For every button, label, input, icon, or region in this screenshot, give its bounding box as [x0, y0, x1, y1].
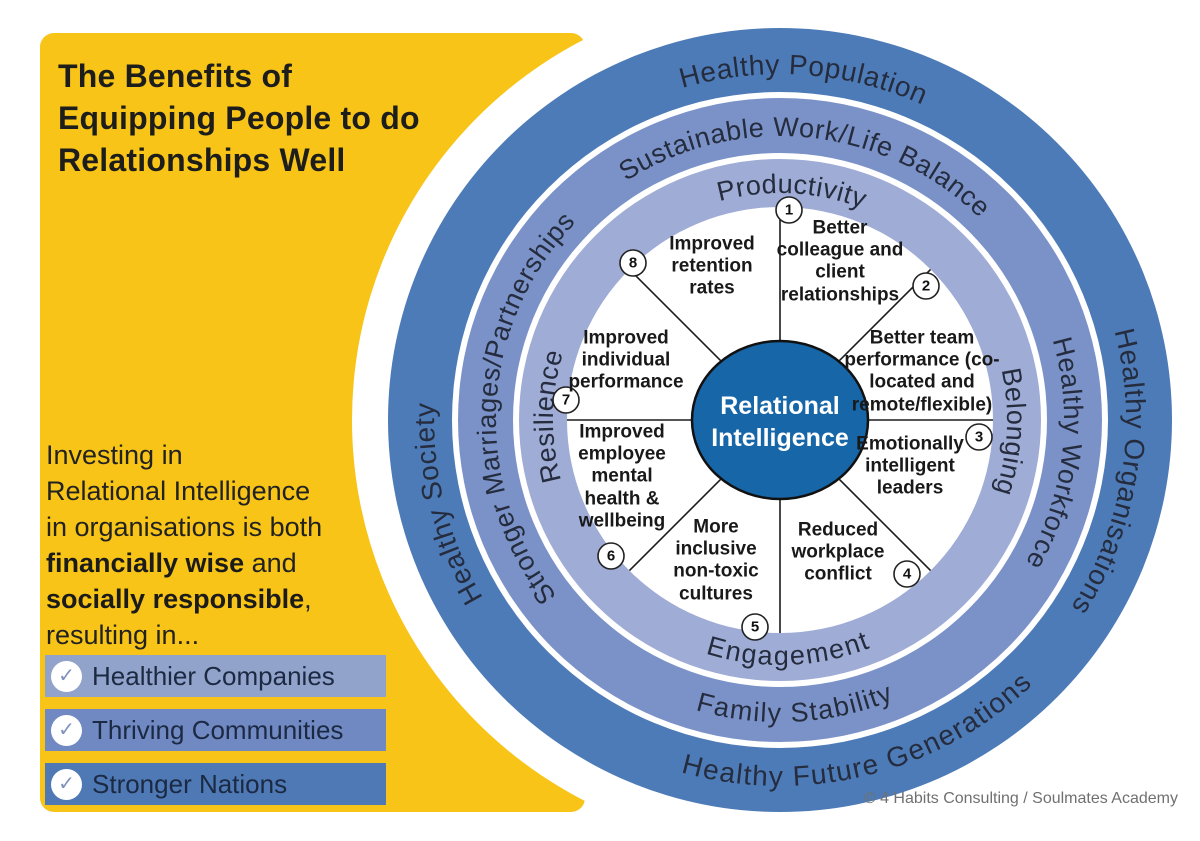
segment-text-1: Better colleague and client relationship… — [776, 217, 904, 306]
svg-text:6: 6 — [607, 548, 615, 565]
paragraph-line: in organisations is both — [46, 512, 323, 542]
checklist-item-stronger-nations: ✓ Stronger Nations — [45, 763, 386, 805]
title-line-1: The Benefits of — [58, 58, 293, 94]
paragraph-line: Investing in — [46, 440, 183, 470]
badge-7: 7 — [552, 386, 580, 414]
paragraph-line: Relational Intelligence — [46, 476, 311, 506]
paragraph-line: , — [304, 584, 312, 614]
checklist-label: Stronger Nations — [92, 768, 288, 799]
checklist-item-thriving-communities: ✓ Thriving Communities — [45, 709, 386, 751]
badge-1: 1 — [775, 196, 803, 224]
checklist-label: Thriving Communities — [92, 714, 344, 745]
svg-text:4: 4 — [903, 566, 912, 583]
svg-text:7: 7 — [562, 392, 570, 409]
center-label-line2: Intelligence — [711, 424, 849, 452]
badge-6: 6 — [597, 542, 625, 570]
page-title: The Benefits of Equipping People to do R… — [58, 55, 420, 181]
svg-text:5: 5 — [751, 619, 759, 636]
segment-text-4: Reduced workplace conflict — [791, 519, 885, 586]
title-line-3: Relationships Well — [58, 142, 346, 178]
paragraph-line: resulting in... — [46, 620, 200, 650]
badge-3: 3 — [965, 423, 993, 451]
svg-text:1: 1 — [785, 202, 793, 219]
badge-5: 5 — [741, 613, 769, 641]
badge-4: 4 — [893, 560, 921, 588]
checklist-label: Healthier Companies — [92, 660, 335, 691]
svg-text:2: 2 — [922, 278, 930, 295]
checklist-item-healthier-companies: ✓ Healthier Companies — [45, 655, 386, 697]
outcomes-checklist: ✓ Healthier Companies ✓ Thriving Communi… — [45, 655, 386, 817]
segment-text-5: More inclusive non-toxic cultures — [673, 516, 759, 605]
segment-text-6: Improved employee mental health & wellbe… — [578, 421, 666, 532]
center-label-line1: Relational — [720, 392, 839, 420]
center-circle — [690, 339, 870, 501]
copyright-notice: © 4 Habits Consulting / Soulmates Academ… — [863, 790, 1178, 807]
segment-text-3: Emotionally intelligent leaders — [856, 433, 964, 500]
paragraph-line: and — [244, 548, 297, 578]
svg-text:8: 8 — [629, 255, 637, 272]
badge-8: 8 — [619, 249, 647, 277]
segment-text-7: Improved individual performance — [568, 327, 684, 394]
check-icon: ✓ — [51, 714, 82, 746]
segment-number-badges: 1 2 3 4 5 6 7 8 — [552, 196, 993, 641]
segment-text-8: Improved retention rates — [669, 233, 755, 300]
check-icon: ✓ — [51, 768, 82, 800]
segment-text-2: Better team performance (co-located and … — [844, 327, 1000, 416]
paragraph-bold: financially wise — [46, 548, 245, 578]
badge-2: 2 — [912, 272, 940, 300]
title-line-2: Equipping People to do — [58, 100, 420, 136]
svg-text:3: 3 — [975, 429, 983, 446]
check-icon: ✓ — [51, 660, 82, 692]
intro-paragraph: Investing in Relational Intelligence in … — [46, 437, 386, 653]
paragraph-bold: socially responsible — [46, 584, 305, 614]
